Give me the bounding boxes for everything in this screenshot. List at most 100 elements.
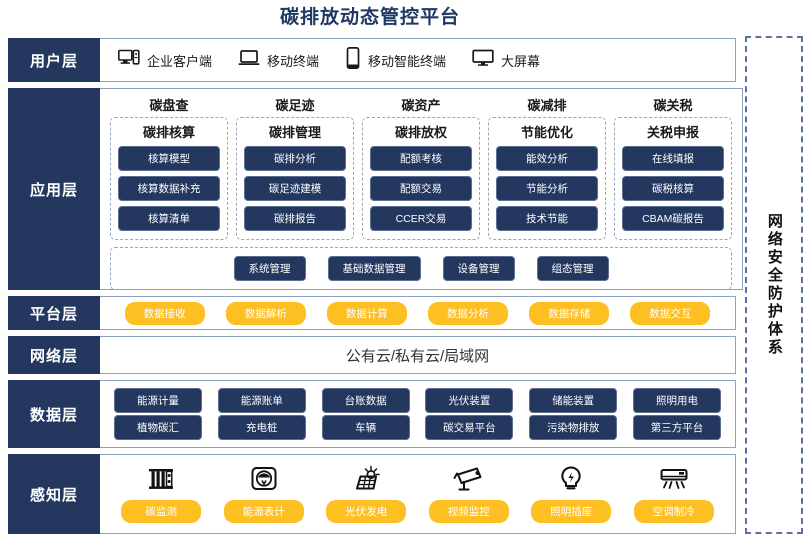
platform-chip[interactable]: 数据交互: [630, 301, 711, 325]
app-chip[interactable]: 核算数据补充: [118, 176, 220, 201]
application-pillars: 碳盘查 碳排核算 核算模型 核算数据补充 核算清单 碳足迹 碳排管理 碳排分析: [110, 95, 732, 240]
user-item-large-screen[interactable]: 大屏幕: [472, 49, 540, 72]
pillar-carbon-tariff: 碳关税 关税申报 在线填报 碳税核算 CBAM碳报告: [614, 95, 732, 240]
layer-platform: 平台层 数据接收 数据解析 数据计算 数据分析 数据存储 数据交互: [8, 296, 736, 330]
app-chip[interactable]: 节能分析: [496, 176, 598, 201]
data-chip[interactable]: 照明用电: [632, 388, 721, 413]
data-chip[interactable]: 碳交易平台: [425, 415, 514, 440]
pillar-subtitle: 碳排放权: [394, 125, 447, 140]
platform-chip[interactable]: 数据分析: [428, 301, 509, 325]
network-text: 公有云/私有云/局域网: [345, 347, 490, 365]
management-chip[interactable]: 组态管理: [536, 256, 609, 281]
user-item-label: 移动智能终端: [368, 53, 447, 69]
sense-item-lighting-socket[interactable]: 照明插座: [531, 464, 612, 523]
monitor-icon: [472, 49, 494, 72]
desktop-tower-icon: [118, 49, 140, 72]
app-chip[interactable]: 碳税核算: [622, 176, 724, 201]
laptop-icon: [238, 49, 260, 72]
app-chip[interactable]: 能效分析: [496, 146, 598, 171]
management-chip[interactable]: 设备管理: [442, 256, 515, 281]
pillar-title: 碳关税: [653, 98, 693, 113]
pillar-title: 碳减排: [527, 98, 567, 113]
data-chip[interactable]: 污染物排放: [529, 415, 618, 440]
app-chip[interactable]: 在线填报: [622, 146, 724, 171]
sense-chip[interactable]: 照明插座: [531, 499, 612, 523]
management-chip[interactable]: 系统管理: [233, 256, 306, 281]
data-chip[interactable]: 台账数据: [321, 388, 410, 413]
layer-data: 数据层 能源计量 能源账单 台账数据 光伏装置 储能装置 照明用电 植物碳汇 充…: [8, 380, 736, 448]
pillar-subtitle: 碳排核算: [142, 125, 195, 140]
platform-chip[interactable]: 数据解析: [225, 301, 306, 325]
sense-chip[interactable]: 视频监控: [428, 499, 509, 523]
app-chip[interactable]: 碳足迹建模: [244, 176, 346, 201]
layer-sense-body: 碳监测 能源表计: [100, 454, 736, 534]
app-chip[interactable]: 核算模型: [118, 146, 220, 171]
app-chip[interactable]: CBAM碳报告: [622, 206, 724, 231]
layer-platform-body: 数据接收 数据解析 数据计算 数据分析 数据存储 数据交互: [100, 296, 736, 330]
pillar-carbon-inventory: 碳盘查 碳排核算 核算模型 核算数据补充 核算清单: [110, 95, 228, 240]
cctv-camera-icon: [453, 464, 485, 494]
data-chip[interactable]: 光伏装置: [425, 388, 514, 413]
page-title: 碳排放动态管控平台: [279, 7, 460, 28]
security-protection-band: 网络安全防护体系: [745, 36, 803, 534]
app-chip[interactable]: 技术节能: [496, 206, 598, 231]
pillar-carbon-asset: 碳资产 碳排放权 配额考核 配额交易 CCER交易: [362, 95, 480, 240]
layer-user: 用户层 企业客户端: [8, 38, 736, 82]
pillar-subtitle: 碳排管理: [268, 125, 321, 140]
user-item-enterprise-client[interactable]: 企业客户端: [118, 49, 212, 72]
energy-meter-icon: [249, 464, 279, 494]
app-chip[interactable]: 配额考核: [370, 146, 472, 171]
data-chip[interactable]: 能源计量: [114, 388, 202, 413]
solar-panel-icon: [350, 464, 382, 494]
layer-application-body: 碳盘查 碳排核算 核算模型 核算数据补充 核算清单 碳足迹 碳排管理 碳排分析: [100, 88, 743, 290]
platform-chip[interactable]: 数据存储: [529, 301, 610, 325]
layer-network-label: 网络层: [8, 336, 100, 374]
sense-chip[interactable]: 能源表计: [223, 499, 304, 523]
layer-sense: 感知层: [8, 454, 736, 534]
lightbulb-icon: [557, 464, 585, 494]
platform-chip[interactable]: 数据计算: [326, 301, 407, 325]
layer-network-body: 公有云/私有云/局域网: [100, 336, 736, 374]
pillar-title: 碳足迹: [275, 98, 315, 113]
sense-item-energy-meter[interactable]: 能源表计: [223, 464, 304, 523]
security-band-label: 网络安全防护体系: [765, 213, 783, 357]
platform-chip[interactable]: 数据接收: [124, 301, 205, 325]
smartphone-icon: [345, 46, 361, 74]
layer-user-body: 企业客户端 移动终端: [100, 38, 736, 82]
application-management-group: 系统管理 基础数据管理 设备管理 组态管理: [110, 247, 732, 290]
pillar-title: 碳盘查: [149, 98, 189, 113]
carbon-monitor-icon: [146, 464, 176, 494]
sense-chip[interactable]: 空调制冷: [633, 499, 714, 523]
user-item-mobile-terminal[interactable]: 移动终端: [238, 49, 319, 72]
sense-chip[interactable]: 光伏发电: [326, 499, 407, 523]
data-chip[interactable]: 车辆: [321, 415, 410, 440]
layer-platform-label: 平台层: [8, 296, 100, 330]
data-chip[interactable]: 能源账单: [217, 388, 306, 413]
data-row: 能源计量 能源账单 台账数据 光伏装置 储能装置 照明用电: [114, 388, 721, 413]
app-chip[interactable]: CCER交易: [370, 206, 472, 231]
management-chip[interactable]: 基础数据管理: [327, 256, 421, 281]
user-item-label: 企业客户端: [147, 53, 213, 69]
app-chip[interactable]: 配额交易: [370, 176, 472, 201]
sense-item-carbon-monitor[interactable]: 碳监测: [121, 464, 202, 523]
layer-user-label: 用户层: [8, 38, 100, 82]
data-chip[interactable]: 第三方平台: [632, 415, 721, 440]
layer-network: 网络层 公有云/私有云/局域网: [8, 336, 736, 374]
app-chip[interactable]: 核算清单: [118, 206, 220, 231]
app-chip[interactable]: 碳排报告: [244, 206, 346, 231]
sense-item-solar-power[interactable]: 光伏发电: [326, 464, 407, 523]
data-chip[interactable]: 植物碳汇: [114, 415, 202, 440]
data-chip[interactable]: 储能装置: [529, 388, 618, 413]
air-conditioner-icon: [658, 464, 690, 494]
layer-application: 应用层 碳盘查 碳排核算 核算模型 核算数据补充 核算清单 碳足迹: [8, 88, 743, 290]
sense-item-video-surveillance[interactable]: 视频监控: [428, 464, 509, 523]
sense-chip[interactable]: 碳监测: [121, 499, 202, 523]
user-item-smart-mobile-terminal[interactable]: 移动智能终端: [345, 46, 447, 74]
layer-data-body: 能源计量 能源账单 台账数据 光伏装置 储能装置 照明用电 植物碳汇 充电桩 车…: [100, 380, 736, 448]
user-item-label: 大屏幕: [501, 53, 541, 69]
app-chip[interactable]: 碳排分析: [244, 146, 346, 171]
layer-application-label: 应用层: [8, 88, 100, 290]
data-chip[interactable]: 充电桩: [217, 415, 306, 440]
sense-item-air-conditioning[interactable]: 空调制冷: [633, 464, 714, 523]
